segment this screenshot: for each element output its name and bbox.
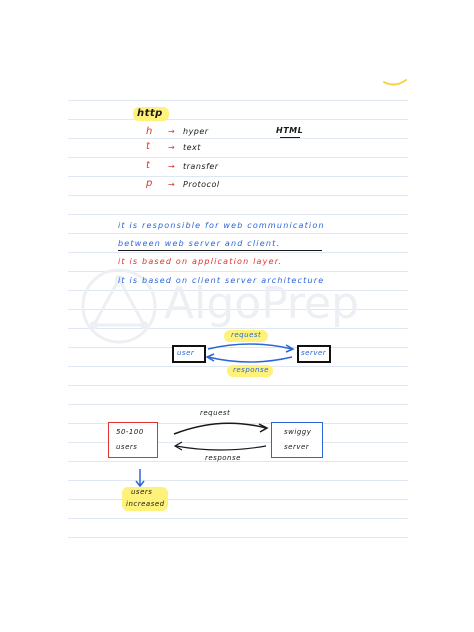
ruled-line [68,518,408,519]
ruled-line [68,138,408,139]
highlight-mark-icon [383,79,407,86]
note-sentence: it is based on client server architectur… [118,276,325,285]
ruled-line [68,195,408,196]
acronym-word: Protocol [183,180,220,189]
ruled-line [68,119,408,120]
response-highlight [227,365,273,377]
note-line: users [131,488,153,496]
acronym-letter: t [146,141,151,152]
acronym-letter: t [146,160,151,171]
users-box [108,422,158,458]
server-box [297,345,331,363]
server-label-2: server [284,443,310,451]
ruled-line [68,214,408,215]
note-highlight [122,487,168,511]
acronym-letter: p [146,178,153,189]
ruled-line [68,404,408,405]
request-highlight [224,330,268,342]
title-highlight [133,107,169,121]
html-underline [280,137,300,138]
ruled-line [68,328,408,329]
swiggy-label: swiggy [284,428,312,436]
arrow-icon: → [168,180,176,189]
note-sentence: it is responsible for web communication [118,221,325,230]
ruled-line [68,347,408,348]
note-line: increased [126,500,165,508]
users-label: users [116,443,138,451]
sentence-underline [118,250,322,251]
ruled-line [68,233,408,234]
watermark-text: AlgoPrep [164,278,360,329]
request-response-arrows [205,343,295,363]
acronym-letter: h [146,126,153,137]
ruled-line [68,271,408,272]
request-label-2: request [200,409,231,417]
request-response-arrows-2 [173,422,269,451]
ruled-line [68,499,408,500]
response-label-2: response [205,454,241,462]
user-label: user [177,349,195,357]
user-box [172,345,206,363]
ruled-line [68,385,408,386]
arrow-icon: → [168,143,176,152]
arrow-icon: → [168,127,176,136]
page-title: http [137,108,163,119]
ruled-line [68,252,408,253]
arrow-icon: → [168,162,176,171]
ruled-line [68,537,408,538]
note-sentence: it is based on application layer. [118,257,283,266]
user-count-label: 50-100 [116,428,144,436]
acronym-word: transfer [183,162,219,171]
acronym-word: text [183,143,201,152]
response-label: response [233,366,269,374]
note-sentence: between web server and client. [118,239,281,248]
ruled-line [68,442,408,443]
html-label: HTML [276,126,304,135]
ruled-line [68,480,408,481]
watermark-logo-icon [81,268,157,344]
ruled-line [68,157,408,158]
ruled-line [68,461,408,462]
ruled-line [68,100,408,101]
ruled-line [68,176,408,177]
swiggy-server-box [271,422,323,458]
ruled-line [68,309,408,310]
ruled-line [68,290,408,291]
server-label: server [301,349,327,357]
acronym-word: hyper [183,127,209,136]
request-label: request [231,331,262,339]
down-arrow-icon [135,469,145,488]
